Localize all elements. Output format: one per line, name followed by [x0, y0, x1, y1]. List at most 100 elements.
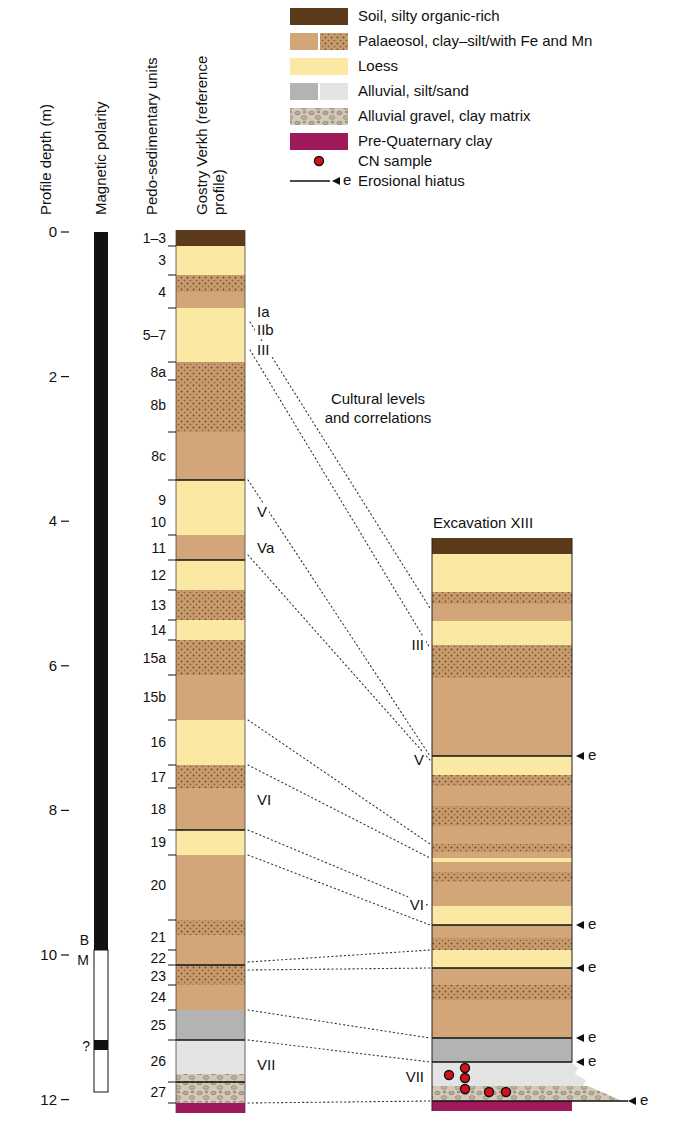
depth-number: 12 [40, 1091, 57, 1108]
layer [176, 292, 245, 308]
correlation-line [248, 480, 430, 756]
legend-swatch-light [320, 83, 348, 100]
unit-number: 27 [150, 1084, 166, 1100]
cn-sample [461, 1074, 470, 1083]
layer [432, 786, 572, 806]
layer [432, 1000, 572, 1038]
unit-number: 3 [158, 252, 166, 268]
unit-number: 26 [150, 1053, 166, 1069]
depth-number: 4 [49, 513, 57, 530]
layer [432, 938, 572, 950]
correlation-line [248, 1101, 430, 1103]
polarity-label: M [77, 952, 89, 968]
unit-tick [168, 920, 176, 921]
profile-column: Excavation XIII [432, 538, 572, 1111]
layer [176, 246, 245, 275]
unit-number: 21 [150, 929, 166, 945]
correlation-line [248, 555, 430, 760]
hiatus-line [176, 1039, 245, 1040]
hiatus-mark: e [588, 1052, 596, 1069]
legend-swatch [290, 33, 318, 50]
layer [176, 362, 245, 432]
cultural-level: Va [255, 539, 276, 556]
unit-number: 1–3 [143, 230, 166, 246]
correlation-line [250, 322, 430, 608]
layer [432, 538, 572, 554]
hiatus-arrow [576, 752, 584, 760]
correlation-line [248, 765, 430, 858]
correlation-line [248, 1010, 430, 1038]
layer [176, 950, 245, 965]
legend-text: Loess [358, 57, 398, 74]
unit-number: 22 [150, 950, 166, 966]
cultural-level: VII [255, 1056, 277, 1073]
unit-number: 14 [150, 622, 166, 638]
unit-tick [168, 1082, 176, 1083]
layer [432, 950, 572, 968]
hiatus-line [432, 967, 572, 968]
cn-sample [445, 1071, 454, 1080]
legend-text: Pre-Quaternary clay [358, 132, 492, 149]
unit-number: 11 [151, 540, 166, 556]
layer [432, 604, 572, 621]
cn-sample [461, 1064, 470, 1073]
layer [176, 855, 245, 920]
correlation-line [248, 830, 430, 906]
hiatus-arrow [576, 1034, 584, 1042]
unit-tick [168, 246, 176, 247]
layer [176, 275, 245, 292]
hiatus-mark: e [588, 1028, 596, 1045]
legend-cn-sample [315, 157, 324, 166]
unit-tick [168, 950, 176, 951]
hiatus-line [176, 479, 245, 480]
legend-text: Alluvial, silt/sand [358, 82, 469, 99]
hiatus-line [176, 964, 245, 965]
hiatus-line [432, 1061, 572, 1062]
layer [176, 675, 245, 720]
layer [432, 678, 572, 756]
layer [432, 968, 572, 985]
hiatus-line [176, 1081, 245, 1082]
unit-tick [168, 1040, 176, 1041]
layer [176, 920, 245, 935]
cultural-level: III [255, 341, 272, 358]
polarity-label: B [80, 932, 89, 948]
layer [432, 985, 572, 1000]
cultural-level: VII [404, 1068, 426, 1085]
cultural-level: III [409, 636, 426, 653]
depth-number: 8 [49, 802, 57, 819]
layer [176, 560, 245, 590]
layer [176, 720, 245, 765]
unit-number: 8b [150, 397, 166, 413]
legend-swatch-texture [290, 108, 348, 125]
unit-number: 24 [150, 989, 166, 1005]
hiatus-arrow [576, 964, 584, 972]
unit-number: 8c [151, 448, 166, 464]
unit-tick [168, 380, 176, 381]
column-edge [572, 538, 573, 1062]
cultural-level: IIb [255, 321, 276, 338]
axis-title: Pedo-sedimentary units [143, 57, 160, 215]
hiatus-mark: e [588, 746, 596, 763]
layer [432, 645, 572, 678]
unit-number: 4 [158, 284, 166, 300]
layer [176, 590, 245, 620]
unit-tick [168, 985, 176, 986]
unit-tick [168, 1103, 176, 1104]
hiatus-mark: e [588, 915, 596, 932]
layer [176, 1074, 245, 1103]
column-edge [245, 230, 246, 1113]
depth-number: 10 [40, 946, 57, 963]
axis-title: Profile depth (m) [37, 104, 54, 215]
unit-number: 19 [150, 834, 166, 850]
hiatus-mark: e [588, 958, 596, 975]
layer [432, 852, 572, 858]
unit-number: 16 [150, 734, 166, 750]
axis-title: Magnetic polarity [92, 102, 109, 215]
hiatus-line [432, 924, 572, 925]
correlation-line [248, 720, 430, 844]
depth-number: 6 [49, 657, 57, 674]
unit-number: 13 [150, 597, 166, 613]
unit-tick [168, 765, 176, 766]
unit-tick [168, 590, 176, 591]
